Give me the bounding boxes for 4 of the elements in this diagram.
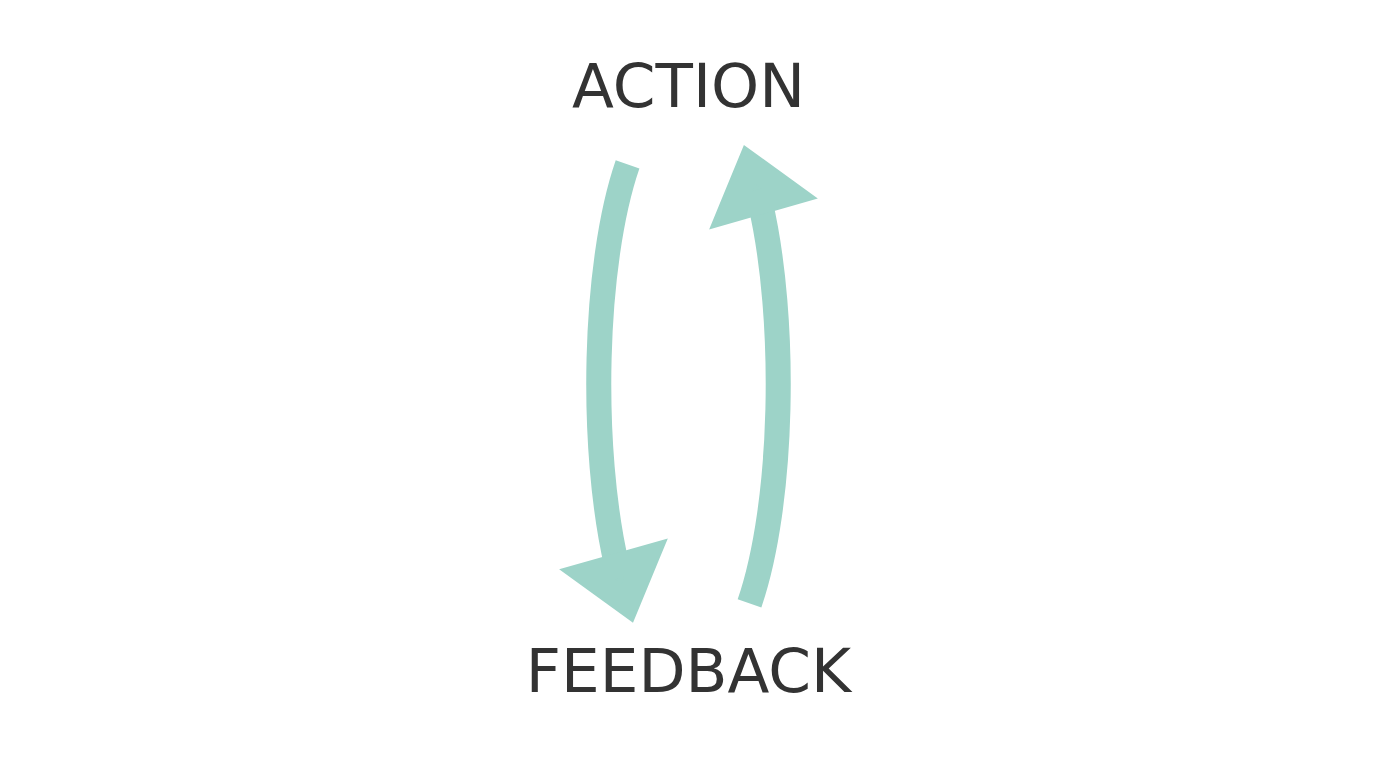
arrow xyxy=(558,160,668,623)
node-text: ACTION xyxy=(571,50,805,122)
arrow xyxy=(708,144,818,607)
node-text: FEEDBACK xyxy=(525,634,851,706)
